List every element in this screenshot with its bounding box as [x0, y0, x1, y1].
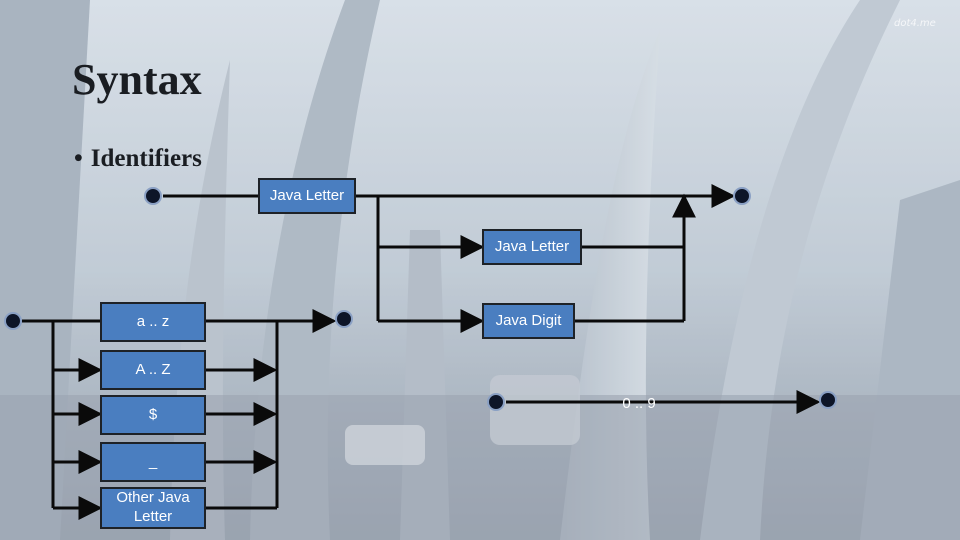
- letter-lowercase-range-box: a .. z: [100, 302, 206, 342]
- digit-end-node: [819, 391, 837, 409]
- digit-start-node: [487, 393, 505, 411]
- identifier-start-java-letter-box: Java Letter: [258, 178, 356, 214]
- bullet-identifiers: • Identifiers: [74, 145, 202, 173]
- slide-title: Syntax: [72, 55, 202, 104]
- identifier-start-node: [144, 187, 162, 205]
- bullet-dot: •: [74, 145, 83, 172]
- bullet-text: Identifiers: [90, 145, 202, 172]
- identifier-loop-java-letter-box: Java Letter: [482, 229, 582, 265]
- letter-dollar-box: $: [100, 395, 206, 435]
- letter-other-java-letter-box: Other Java Letter: [100, 487, 206, 529]
- digit-range-box: 0 .. 9: [622, 394, 656, 412]
- letter-end-node: [335, 310, 353, 328]
- letter-start-node: [4, 312, 22, 330]
- identifier-loop-java-digit-box: Java Digit: [482, 303, 575, 339]
- watermark: dot4.me: [894, 18, 936, 29]
- identifier-end-node: [733, 187, 751, 205]
- letter-uppercase-range-box: A .. Z: [100, 350, 206, 390]
- letter-underscore-box: _: [100, 442, 206, 482]
